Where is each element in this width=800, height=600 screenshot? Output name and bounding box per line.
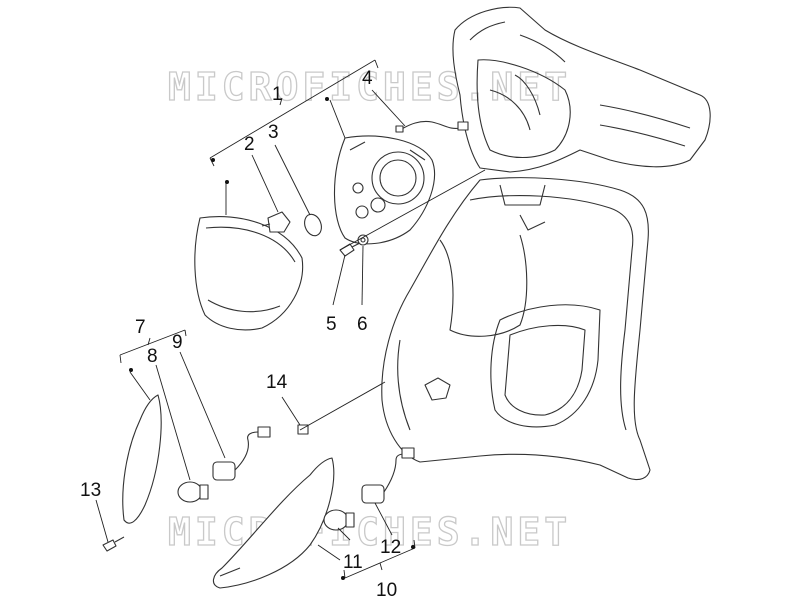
headlamp-bulb	[261, 211, 291, 233]
handlebar-cover	[452, 6, 711, 173]
callout-7: 7	[135, 317, 146, 338]
watermark-top: MICROFICHES.NET	[168, 65, 571, 109]
callout-10: 10	[376, 580, 397, 600]
callout-1: 1	[272, 84, 283, 105]
bracket-dots	[129, 97, 415, 580]
front-shield	[381, 177, 651, 481]
callout-9: 9	[172, 332, 183, 353]
right-turn-bulb	[323, 509, 355, 531]
callout-13: 13	[80, 480, 101, 501]
callout-11: 11	[343, 552, 363, 573]
watermark-bottom: MICROFICHES.NET	[168, 510, 571, 554]
left-socket-wiring	[212, 426, 271, 481]
callout-labels: 1 2 3 4 5 6 7 8 9 10 11 12 13 14	[80, 68, 401, 600]
callout-6: 6	[357, 314, 368, 335]
headlamp-wiring	[395, 120, 469, 133]
right-socket-wiring	[361, 447, 415, 504]
callout-3: 3	[268, 122, 279, 143]
callout-5: 5	[326, 314, 337, 335]
left-turn-lens	[122, 394, 162, 524]
callout-12: 12	[380, 537, 401, 558]
leader-lines	[95, 59, 486, 579]
headlamp-lens	[194, 216, 304, 331]
left-turn-bulb	[177, 481, 209, 503]
indicator-screw	[102, 536, 125, 552]
callout-8: 8	[147, 346, 158, 367]
clip	[297, 424, 309, 435]
right-turn-lens	[212, 457, 335, 589]
callout-14: 14	[266, 372, 288, 393]
callout-2: 2	[244, 134, 255, 155]
callout-4: 4	[362, 68, 373, 89]
headlamp-housing	[333, 135, 436, 245]
washer	[357, 234, 369, 246]
parking-bulb	[304, 213, 322, 237]
